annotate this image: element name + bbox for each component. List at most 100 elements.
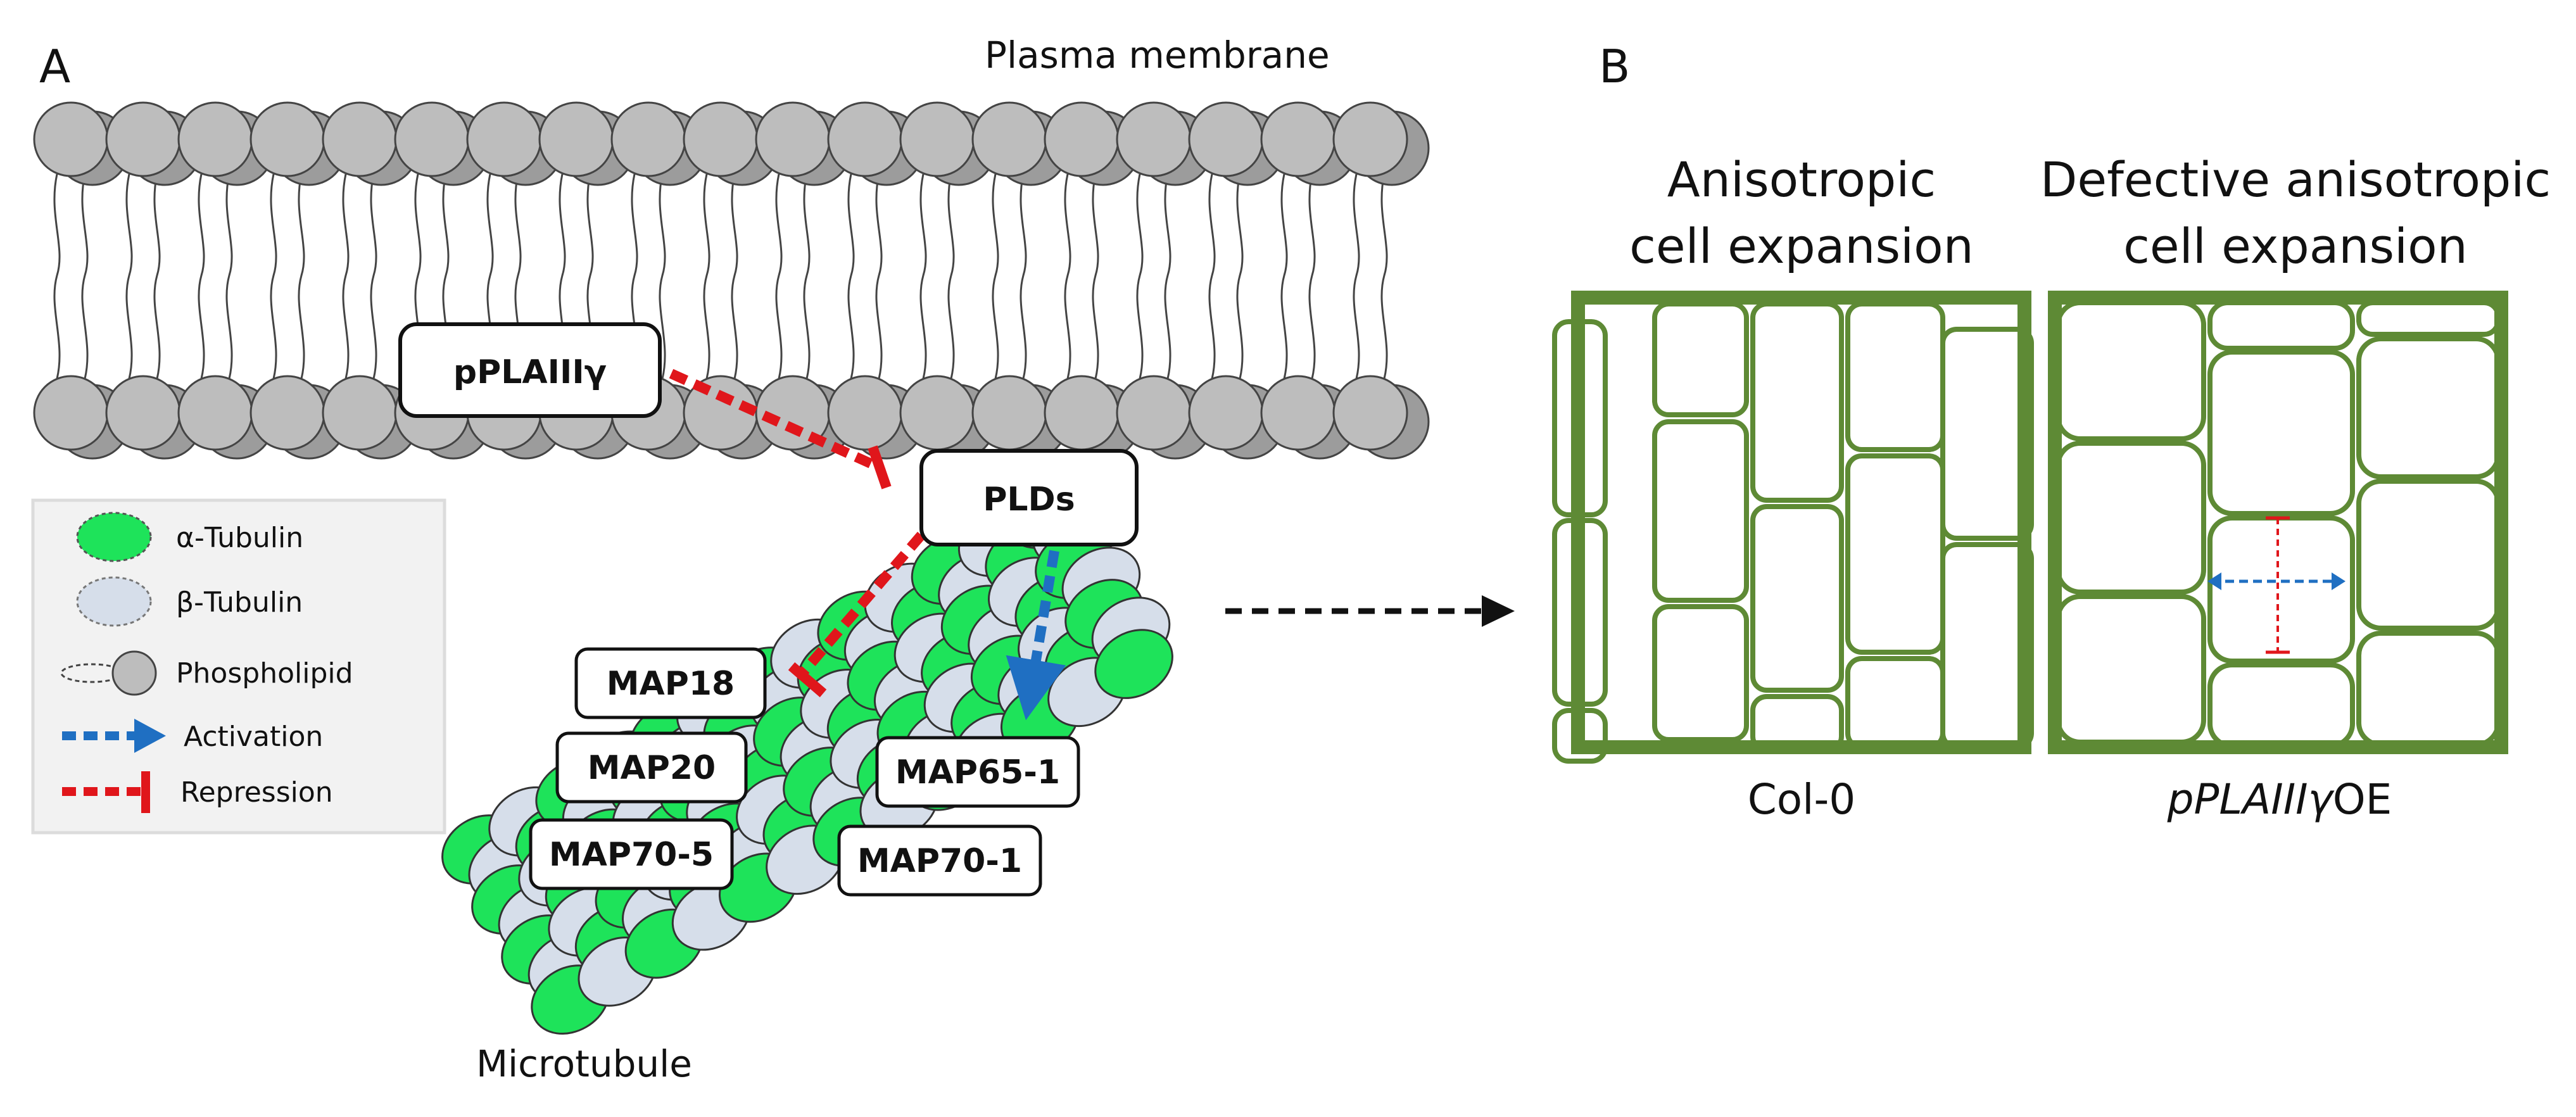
lipid-head xyxy=(249,375,325,451)
lipid-tail xyxy=(342,174,350,379)
legend: α-Tubulin β-Tubulin Phospholipid Activat… xyxy=(31,498,446,835)
lipid-head xyxy=(466,101,542,177)
lipid-tail xyxy=(992,174,999,379)
plds-label: PLDs xyxy=(983,481,1075,519)
lipid-head xyxy=(683,101,759,177)
microtubule-label: Microtubule xyxy=(476,1042,692,1085)
connector-arrowhead xyxy=(1482,595,1515,627)
oe-label-suffix: OE xyxy=(2333,775,2392,824)
lipid-head xyxy=(827,375,903,451)
lipid-tail xyxy=(125,174,133,379)
map65-1-box: MAP65-1 xyxy=(875,736,1080,808)
lipid-tail xyxy=(919,174,927,379)
oe-label: pPLAIIIγOE xyxy=(2167,775,2392,824)
legend-beta-tubulin-swatch xyxy=(76,576,152,627)
oe-title-line-2: cell expansion xyxy=(2123,218,2468,274)
lipid-tail xyxy=(370,174,377,379)
lipid-head xyxy=(1044,101,1120,177)
map70-5-box: MAP70-5 xyxy=(529,818,734,890)
lipid-head xyxy=(322,101,398,177)
lipid-tail xyxy=(298,174,305,379)
lipid-tail xyxy=(225,174,233,379)
lipid-tail xyxy=(1020,174,1027,379)
lipid-head xyxy=(105,101,181,177)
lipid-tail xyxy=(875,174,883,379)
lipid-tail xyxy=(1136,174,1144,379)
plds-box: PLDs xyxy=(919,449,1139,546)
lipid-tail xyxy=(1064,174,1071,379)
lipid-tail xyxy=(1353,174,1360,379)
lipid-head xyxy=(394,101,470,177)
map18-label: MAP18 xyxy=(607,665,735,703)
lipid-tail xyxy=(81,174,89,379)
lipid-head xyxy=(177,101,253,177)
lipid-head xyxy=(827,101,903,177)
panel-letter-a: A xyxy=(39,40,70,93)
col0-label: Col-0 xyxy=(1748,775,1856,824)
wt-title-line-2: cell expansion xyxy=(1629,218,1974,274)
lipid-head xyxy=(177,375,253,451)
lipid-tail xyxy=(1380,174,1388,379)
lipid-head xyxy=(1116,101,1192,177)
map20-label: MAP20 xyxy=(588,749,716,787)
col0-cell-panel xyxy=(1552,291,2034,764)
lipid-tail xyxy=(1208,174,1216,379)
lipid-head xyxy=(33,101,109,177)
lipid-head xyxy=(755,101,831,177)
legend-beta-tubulin: β-Tubulin xyxy=(176,586,303,619)
lipid-tail xyxy=(1308,174,1316,379)
map70-1-box: MAP70-1 xyxy=(837,824,1042,897)
map70-5-label: MAP70-5 xyxy=(549,836,714,874)
legend-alpha-tubulin-swatch xyxy=(76,512,152,562)
oe-cell-panel xyxy=(2048,291,2508,754)
lipid-tail xyxy=(53,174,61,379)
oe-title-line-1: Defective anisotropic xyxy=(2040,151,2551,208)
lipid-head xyxy=(1260,375,1336,451)
lipid-head xyxy=(1332,375,1408,451)
repression-line-plds-map18 xyxy=(800,531,926,675)
lipid-tail xyxy=(803,174,811,379)
width-arrowhead-left xyxy=(2207,572,2221,590)
alpha-tubulin xyxy=(1094,629,1173,699)
lipid-tail xyxy=(703,174,710,379)
wt-title-line-1: Anisotropic xyxy=(1667,151,1936,208)
lipid-head xyxy=(1116,375,1192,451)
lipid-bilayer xyxy=(33,101,1430,460)
lipid-head xyxy=(1332,101,1408,177)
lipid-head xyxy=(105,375,181,451)
pplaiii-label: pPLAIIIγ xyxy=(453,353,607,391)
legend-activation: Activation xyxy=(184,721,323,753)
lipid-head xyxy=(1044,375,1120,451)
lipid-head xyxy=(249,101,325,177)
lipid-tail xyxy=(947,174,955,379)
lipid-tail xyxy=(1280,174,1288,379)
lipid-tail xyxy=(1236,174,1244,379)
map18-box: MAP18 xyxy=(574,647,767,719)
lipid-head xyxy=(899,375,975,451)
repression-line-pplaiii-plds xyxy=(669,369,873,469)
lipid-head xyxy=(899,101,975,177)
oe-label-gene: pPLAIIIγ xyxy=(2167,775,2335,824)
legend-alpha-tubulin: α-Tubulin xyxy=(176,522,303,554)
lipid-head xyxy=(322,375,398,451)
legend-repression: Repression xyxy=(180,776,333,809)
lipid-tail xyxy=(731,174,738,379)
lipid-head xyxy=(610,101,686,177)
lipid-head xyxy=(538,101,614,177)
lipid-tail xyxy=(198,174,205,379)
lipid-head xyxy=(971,375,1047,451)
lipid-tail xyxy=(1164,174,1171,379)
lipid-head xyxy=(1188,375,1264,451)
pplaiii-box: pPLAIIIγ xyxy=(398,322,662,418)
activation-arrow-plds-map65 xyxy=(1006,550,1066,721)
width-arrowhead-right xyxy=(2332,572,2346,590)
panel-letter-b: B xyxy=(1599,40,1630,93)
lipid-tail xyxy=(775,174,783,379)
legend-activation-arrowhead xyxy=(134,719,166,753)
legend-phospholipid-swatch xyxy=(60,650,157,696)
lipid-head xyxy=(1188,101,1264,177)
repression-bar-plds xyxy=(868,445,892,489)
repression-bar-map18 xyxy=(788,662,827,698)
